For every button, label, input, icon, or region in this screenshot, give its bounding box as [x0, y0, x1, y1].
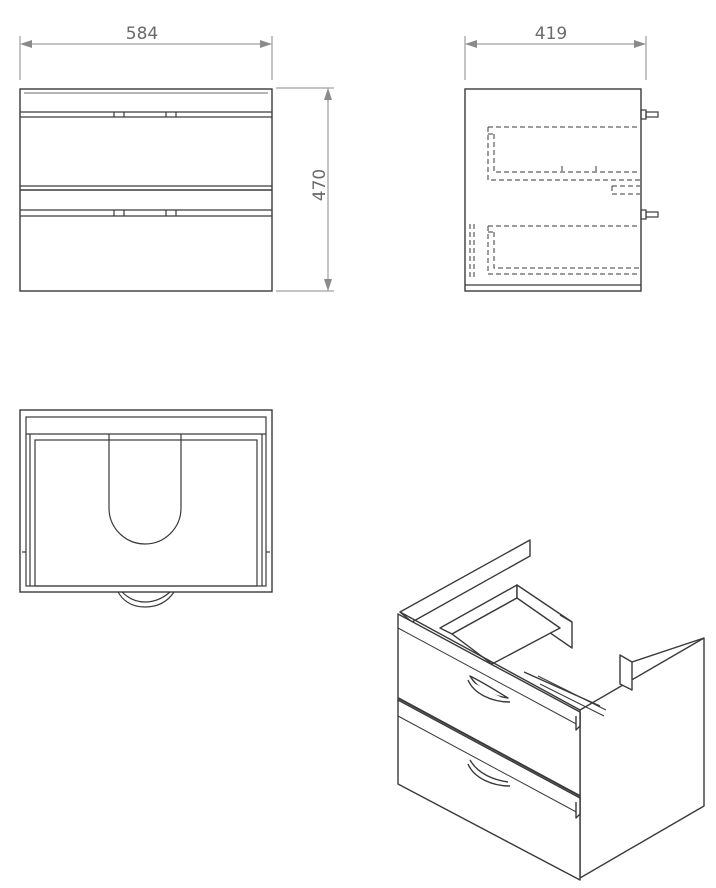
siphon-cutout [108, 440, 182, 545]
depth-dimension [464, 36, 647, 80]
handle-top-view [117, 591, 175, 608]
iso-bottom-drawer-front [397, 699, 581, 881]
top-cabinet-outline [19, 409, 273, 593]
depth-label: 419 [535, 24, 567, 44]
side-view [464, 36, 659, 292]
side-cabinet-outline [464, 88, 642, 292]
top-view [19, 409, 273, 608]
front-view [19, 36, 334, 292]
iso-right-side [579, 637, 705, 879]
width-label: 584 [126, 24, 158, 44]
height-label: 470 [310, 169, 330, 201]
height-dimension [276, 87, 334, 292]
width-dimension [19, 36, 273, 80]
isometric-view [397, 539, 705, 881]
